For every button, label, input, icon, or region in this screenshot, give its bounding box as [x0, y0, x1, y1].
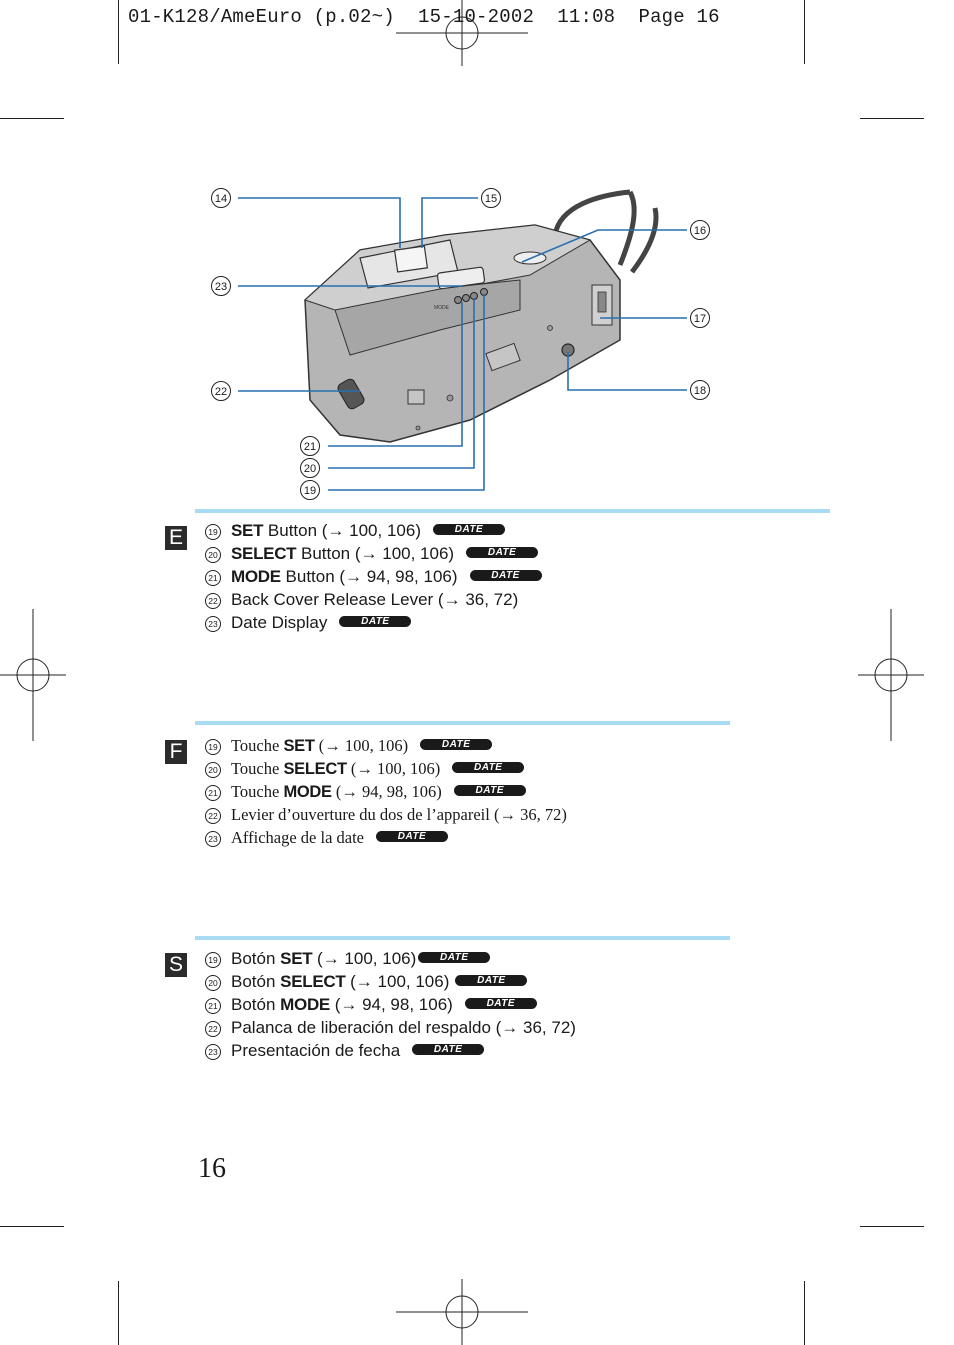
camera-illustration: MODE [238, 189, 687, 491]
registration-mark-bottom [396, 1279, 528, 1345]
registration-mark-right [858, 609, 924, 741]
callout-14: 14 [211, 188, 231, 208]
date-badge-icon: DATE [420, 739, 493, 750]
crop-mark [804, 0, 805, 64]
callout-16: 16 [690, 220, 710, 240]
date-badge-icon: DATE [464, 998, 537, 1009]
callout-21: 21 [300, 436, 320, 456]
section-rule-french [195, 721, 730, 725]
date-badge-icon: DATE [418, 952, 491, 963]
callout-15: 15 [481, 188, 501, 208]
section-rule-english [195, 509, 830, 513]
section-rule-spanish [195, 936, 730, 940]
callout-18: 18 [690, 380, 710, 400]
registration-mark-top [396, 0, 528, 66]
date-badge-icon: DATE [469, 570, 542, 581]
camera-mode-label: MODE [434, 305, 450, 311]
date-badge-icon: DATE [433, 524, 505, 535]
date-badge-icon: DATE [376, 831, 448, 842]
crop-mark [118, 1281, 119, 1345]
callout-23: 23 [211, 276, 231, 296]
callout-17: 17 [690, 308, 710, 328]
date-badge-icon: DATE [455, 975, 528, 986]
date-badge-icon: DATE [452, 762, 525, 773]
crop-mark [860, 1226, 924, 1227]
callout-22: 22 [211, 381, 231, 401]
language-tab-french: F [165, 740, 187, 764]
crop-mark [0, 118, 64, 119]
callout-20: 20 [300, 458, 320, 478]
crop-mark [804, 1281, 805, 1345]
date-badge-icon: DATE [339, 616, 412, 627]
crop-mark [0, 1226, 64, 1227]
crop-mark [860, 118, 924, 119]
date-badge-icon: DATE [466, 547, 539, 558]
crop-mark [118, 0, 119, 64]
registration-mark-left [0, 609, 66, 741]
date-badge-icon: DATE [453, 785, 526, 796]
print-slug-header: 01-K128/AmeEuro (p.02~) 15-10-2002 11:08… [128, 6, 720, 28]
language-tab-english: E [165, 526, 187, 550]
language-tab-spanish: S [165, 953, 187, 977]
date-badge-icon: DATE [412, 1044, 485, 1055]
page-number: 16 [198, 1153, 226, 1184]
callout-19: 19 [300, 480, 320, 500]
